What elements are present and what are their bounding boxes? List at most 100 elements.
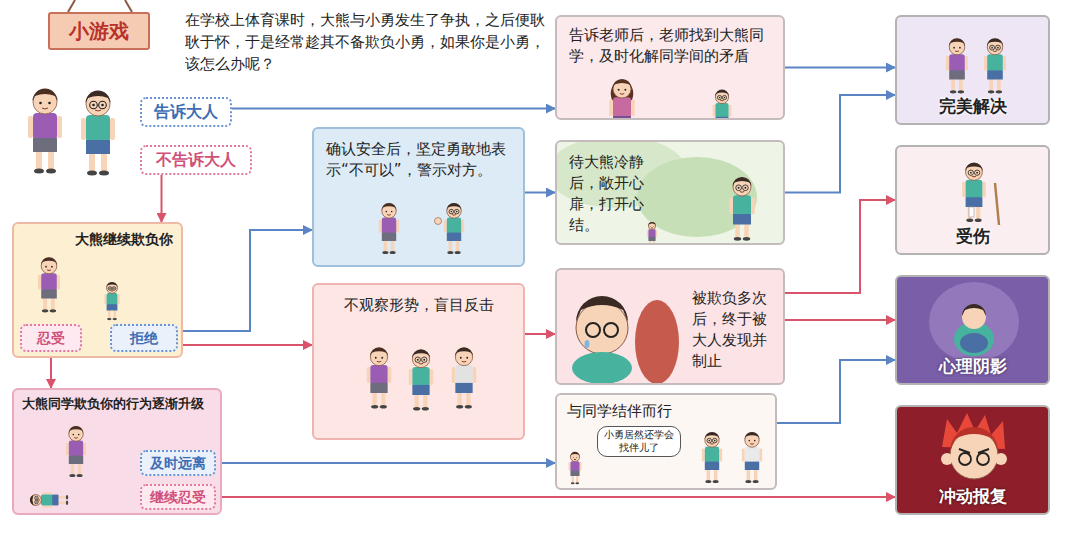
child-figure — [456, 405, 463, 409]
flow-arrow — [178, 230, 312, 331]
child-figure — [996, 90, 1003, 93]
child-figure — [455, 365, 472, 384]
child-figure — [451, 211, 453, 213]
child-figure — [456, 211, 458, 213]
child-figure — [92, 104, 95, 107]
panel-illustration — [572, 296, 679, 383]
child-figure — [750, 443, 754, 445]
child-figure — [33, 89, 58, 102]
child-figure — [987, 70, 1003, 79]
child-figure — [38, 275, 41, 289]
node-text: 确认安全后，坚定勇敢地表示“不可以”，警示对方。 — [326, 139, 511, 181]
child-figure — [384, 240, 388, 252]
child-figure — [447, 251, 453, 254]
panel-illustration — [946, 38, 1006, 93]
flow-arrow — [161, 175, 163, 222]
child-figure — [455, 383, 472, 393]
node-text: 心理阴影 — [939, 355, 1007, 379]
child-figure — [42, 492, 52, 494]
child-figure — [419, 363, 423, 365]
flow-arrow — [216, 496, 895, 498]
panel-illustration — [379, 203, 464, 254]
child-figure — [41, 495, 53, 506]
child-figure — [370, 383, 387, 393]
node-text: 拒绝 — [130, 331, 158, 345]
panel-illustration — [637, 157, 757, 237]
child-figure — [743, 185, 749, 191]
child-figure — [710, 443, 714, 445]
node-text: 继续忍受 — [150, 490, 206, 504]
child-figure — [99, 171, 109, 176]
child-figure — [57, 116, 62, 138]
child-figure — [42, 108, 48, 109]
child-figure — [955, 50, 959, 52]
child-figure — [972, 176, 976, 178]
panel-illustration — [557, 142, 757, 243]
child-figure — [719, 448, 722, 461]
child-figure — [705, 480, 711, 483]
panel-illustration — [367, 347, 476, 410]
panel-illustration — [435, 218, 442, 225]
child-figure — [33, 113, 57, 140]
child-figure — [966, 180, 983, 199]
child-figure — [412, 367, 429, 386]
child-figure — [89, 152, 95, 172]
child-figure — [648, 222, 656, 226]
child-figure — [46, 169, 56, 174]
child-figure — [78, 434, 80, 436]
flow-arrow — [785, 319, 895, 321]
child-figure — [95, 110, 101, 111]
child-figure — [452, 367, 456, 383]
child-figure — [993, 50, 997, 52]
child-figure — [745, 433, 759, 447]
child-figure — [751, 198, 755, 215]
outcome-box: 心理阴影 — [895, 275, 1050, 385]
child-figure — [744, 187, 746, 189]
child-figure — [86, 115, 110, 142]
child-figure — [997, 47, 999, 49]
child-figure — [51, 266, 53, 268]
child-figure — [576, 456, 578, 458]
panel-illustration — [38, 257, 120, 320]
child-figure — [31, 495, 42, 506]
child-figure — [984, 38, 1006, 93]
child-figure — [574, 459, 576, 460]
story-panel: 与同学结伴而行小勇居然还学会找伴儿了 — [555, 393, 777, 490]
child-figure — [456, 240, 460, 252]
child-figure — [648, 237, 655, 241]
child-figure — [58, 496, 67, 499]
child-figure — [36, 497, 37, 498]
child-figure — [391, 240, 395, 252]
child-figure — [381, 392, 385, 406]
panel-illustration — [929, 282, 1019, 362]
child-figure — [30, 494, 36, 505]
child-figure — [714, 469, 718, 481]
child-figure — [35, 496, 38, 499]
child-figure — [733, 214, 751, 225]
child-figure — [454, 209, 459, 214]
child-figure — [412, 385, 429, 395]
child-figure — [580, 462, 582, 470]
child-figure — [738, 187, 740, 189]
child-figure — [28, 116, 33, 138]
child-figure — [717, 95, 721, 99]
child-figure — [702, 448, 705, 461]
child-figure — [984, 56, 987, 70]
child-figure — [66, 442, 69, 455]
child-figure — [34, 169, 44, 174]
child-figure — [570, 452, 579, 461]
child-figure — [388, 367, 392, 383]
child-figure — [647, 230, 649, 237]
child-figure — [28, 89, 62, 174]
child-figure — [48, 150, 54, 170]
child-figure — [86, 91, 111, 104]
child-figure — [724, 97, 725, 98]
child-figure — [99, 101, 107, 109]
child-figure — [613, 97, 631, 117]
panel-illustration — [609, 79, 731, 118]
child-figure — [991, 47, 993, 49]
child-figure — [949, 70, 965, 79]
child-figure — [81, 91, 115, 176]
child-figure — [745, 462, 759, 470]
child-figure — [90, 101, 98, 109]
